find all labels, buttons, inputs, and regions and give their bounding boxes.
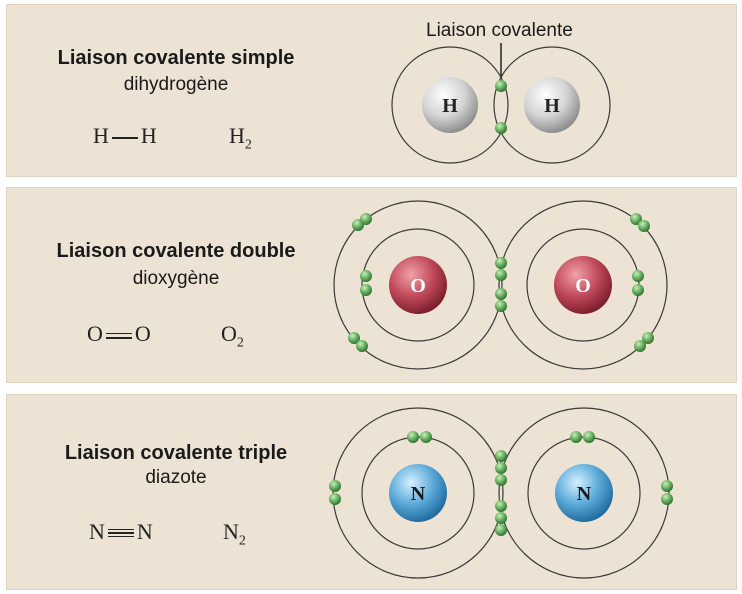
triple-bond-line bbox=[107, 527, 134, 540]
single-bond-line bbox=[111, 134, 138, 142]
right-electron-shell bbox=[493, 46, 611, 164]
atom-label: H bbox=[544, 95, 560, 117]
electron-pair bbox=[360, 270, 372, 296]
electron-pair bbox=[661, 480, 673, 505]
h2-diagram: H H bbox=[391, 46, 611, 164]
left-inner-shell bbox=[361, 228, 475, 342]
left-electron-shell bbox=[391, 46, 509, 164]
panel-title: Liaison covalente simple bbox=[57, 47, 295, 69]
right-outer-shell bbox=[498, 200, 668, 370]
left-atom: H bbox=[422, 77, 478, 133]
right-atom: O bbox=[554, 256, 612, 314]
left-outer-shell bbox=[333, 200, 503, 370]
shared-electrons bbox=[495, 257, 507, 312]
molecular-formula: N2 bbox=[223, 519, 246, 549]
right-atom: H bbox=[524, 77, 580, 133]
electron-pair bbox=[634, 332, 654, 352]
shared-electrons bbox=[495, 450, 507, 536]
covalent-bond-annotation: Liaison covalente bbox=[426, 20, 573, 41]
n2-diagram: N N bbox=[329, 407, 673, 579]
electron bbox=[495, 122, 507, 134]
atom-label: O bbox=[575, 275, 591, 297]
atom-label: N bbox=[411, 483, 426, 505]
double-bond-line bbox=[105, 330, 132, 342]
right-atom: N bbox=[555, 464, 613, 522]
panel-subtitle: dioxygène bbox=[132, 268, 220, 289]
atom-label: N bbox=[577, 483, 592, 505]
o2-diagram: O O bbox=[333, 200, 668, 370]
panel-title: Liaison covalente double bbox=[56, 240, 296, 262]
electron-pair bbox=[632, 270, 644, 296]
electron-pair bbox=[407, 431, 432, 443]
panel-title: Liaison covalente triple bbox=[64, 442, 288, 464]
right-outer-shell bbox=[498, 407, 670, 579]
electron bbox=[495, 80, 507, 92]
molecular-formula: H2 bbox=[229, 123, 252, 153]
electron-pair bbox=[570, 431, 595, 443]
left-atom: O bbox=[389, 256, 447, 314]
atom-label: O bbox=[410, 275, 426, 297]
electron-pair bbox=[329, 480, 341, 505]
left-outer-shell bbox=[332, 407, 504, 579]
left-atom: N bbox=[389, 464, 447, 522]
panel-subtitle: diazote bbox=[145, 467, 207, 488]
electron-pair bbox=[348, 332, 368, 352]
electron-pair bbox=[630, 213, 650, 232]
atom-label: H bbox=[442, 95, 458, 117]
electron-pair bbox=[352, 213, 372, 231]
molecular-formula: O2 bbox=[221, 321, 244, 351]
panel-subtitle: dihydrogène bbox=[123, 74, 229, 95]
